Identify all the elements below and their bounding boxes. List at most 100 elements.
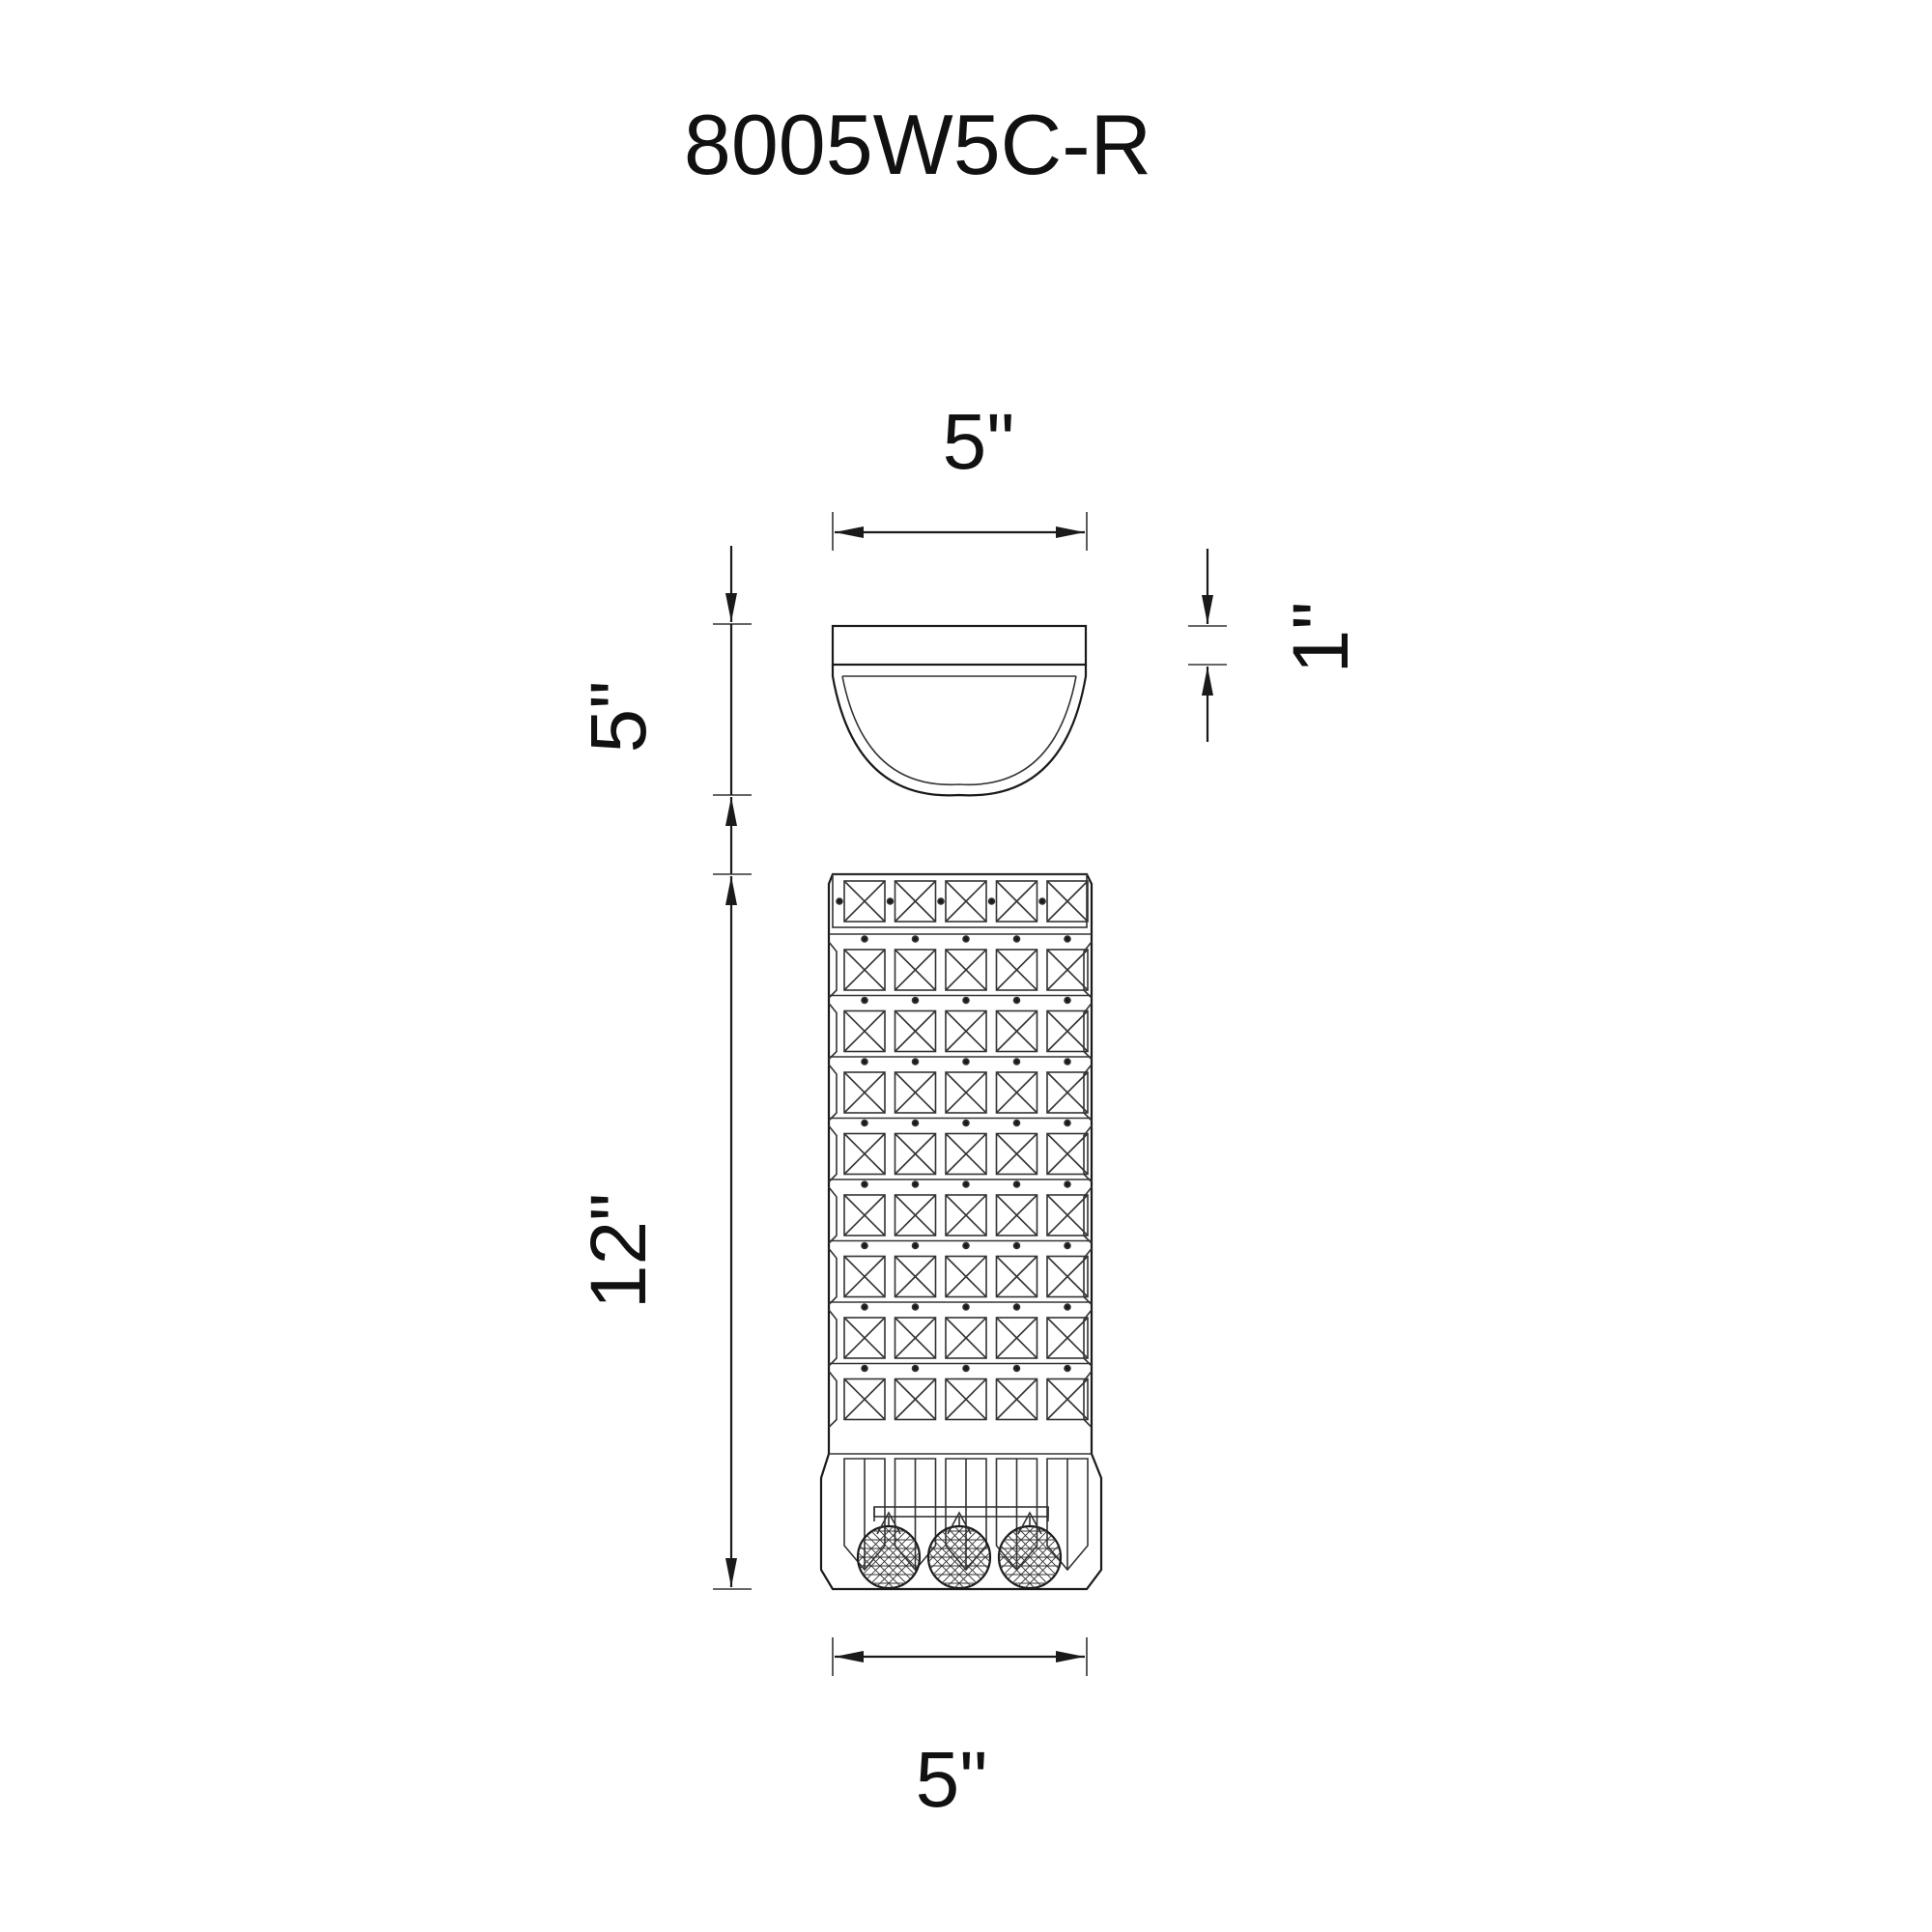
grid-bead: [962, 1364, 970, 1373]
grid-bead: [962, 996, 970, 1005]
grid-bead: [1012, 1364, 1021, 1373]
band-bead: [1038, 897, 1046, 905]
side-facet-right: [1083, 1186, 1093, 1244]
drop-crystals: [856, 1511, 1063, 1590]
grid-crystal: [1046, 1132, 1089, 1176]
canopy-height-label: 1": [1277, 602, 1365, 674]
band-bead: [886, 897, 895, 905]
grid-bead: [1064, 1058, 1071, 1065]
grid-bead: [962, 935, 970, 943]
grid-crystal: [945, 1378, 987, 1421]
grid-bead: [1064, 1119, 1071, 1127]
grid-crystal: [843, 1378, 886, 1421]
grid-bead: [1012, 935, 1021, 943]
grid-bead: [911, 935, 920, 943]
bottom-width-dimension: 5": [832, 1637, 1088, 1824]
crystal-grid: [828, 880, 1093, 1572]
side-facet-right: [1083, 1064, 1093, 1122]
grid-crystal: [894, 1255, 937, 1298]
band-bead: [836, 897, 843, 905]
grid-crystal: [894, 1317, 937, 1359]
grid-crystal: [843, 949, 886, 991]
band-bead: [987, 897, 996, 905]
grid-crystal: [995, 1132, 1038, 1176]
grid-bead: [911, 1241, 920, 1250]
grid-crystal: [843, 1255, 886, 1298]
grid-bead: [911, 1364, 920, 1373]
side-depth-label: 5": [575, 681, 663, 753]
grid-crystal: [995, 1071, 1038, 1114]
grid-crystal: [1046, 1317, 1089, 1359]
grid-bead: [1012, 1058, 1021, 1065]
side-facet-right: [1083, 1309, 1093, 1367]
grid-bead: [861, 1364, 868, 1373]
grid-bead: [962, 1119, 970, 1127]
band-bead: [937, 897, 945, 905]
grid-crystal: [945, 949, 987, 991]
side-facet-left: [828, 1186, 838, 1244]
grid-crystal: [894, 1378, 937, 1421]
overall-height-label: 12": [575, 1193, 663, 1309]
side-facet-left: [828, 1003, 838, 1061]
grid-bead: [861, 996, 868, 1005]
grid-bead: [861, 1303, 868, 1311]
grid-bead: [1064, 935, 1071, 943]
grid-bead: [861, 1241, 868, 1250]
side-facet-right: [1083, 1371, 1093, 1429]
grid-crystal: [995, 1194, 1038, 1236]
grid-crystal: [1046, 1255, 1089, 1298]
band-crystal: [945, 880, 987, 923]
grid-bead: [1012, 1303, 1021, 1311]
side-facet-left: [828, 1371, 838, 1429]
grid-crystal: [945, 1255, 987, 1298]
grid-bead: [962, 1303, 970, 1311]
grid-crystal: [894, 1132, 937, 1176]
side-facet-right: [1083, 1125, 1093, 1183]
grid-bead: [962, 1241, 970, 1250]
side-facet-left: [828, 1309, 838, 1367]
grid-bead: [911, 1303, 920, 1311]
model-number-title: 8005W5C-R: [684, 97, 1151, 192]
bottom-width-label: 5": [916, 1736, 988, 1824]
grid-crystal: [843, 1317, 886, 1359]
grid-crystal: [894, 1071, 937, 1114]
grid-crystal: [945, 1009, 987, 1053]
overall-height-dimension: 12": [575, 873, 752, 1590]
grid-bead: [861, 935, 868, 943]
grid-bead: [911, 996, 920, 1005]
side-depth-dimension: 5": [575, 546, 752, 874]
grid-crystal: [843, 1009, 886, 1053]
grid-crystal: [894, 949, 937, 991]
grid-crystal: [995, 1317, 1038, 1359]
grid-bead: [1012, 1241, 1021, 1250]
fringe-prism: [843, 1458, 886, 1572]
grid-crystal: [894, 1009, 937, 1053]
grid-crystal: [945, 1317, 987, 1359]
grid-bead: [1064, 996, 1071, 1005]
side-facet-left: [828, 1248, 838, 1306]
grid-bead: [1064, 1180, 1071, 1188]
grid-bead: [1064, 1364, 1071, 1373]
band-crystal: [995, 880, 1038, 923]
grid-bead: [1012, 1119, 1021, 1127]
grid-bead: [861, 1119, 868, 1127]
grid-crystal: [843, 1132, 886, 1176]
canopy-height-dimension: 1": [1188, 549, 1365, 742]
grid-crystal: [1046, 1071, 1089, 1114]
fringe-prism: [995, 1458, 1038, 1572]
top-width-dimension: 5": [832, 398, 1088, 551]
side-facet-right: [1083, 1248, 1093, 1306]
top-width-label: 5": [943, 398, 1015, 486]
grid-crystal: [995, 1009, 1038, 1053]
grid-crystal: [894, 1194, 937, 1236]
grid-bead: [962, 1180, 970, 1188]
grid-crystal: [995, 1378, 1038, 1421]
grid-crystal: [1046, 1378, 1089, 1421]
grid-crystal: [843, 1194, 886, 1236]
grid-crystal: [995, 949, 1038, 991]
side-facet-right: [1083, 941, 1093, 999]
grid-bead: [1012, 996, 1021, 1005]
side-facet-right: [1083, 1003, 1093, 1061]
side-facet-left: [828, 1125, 838, 1183]
